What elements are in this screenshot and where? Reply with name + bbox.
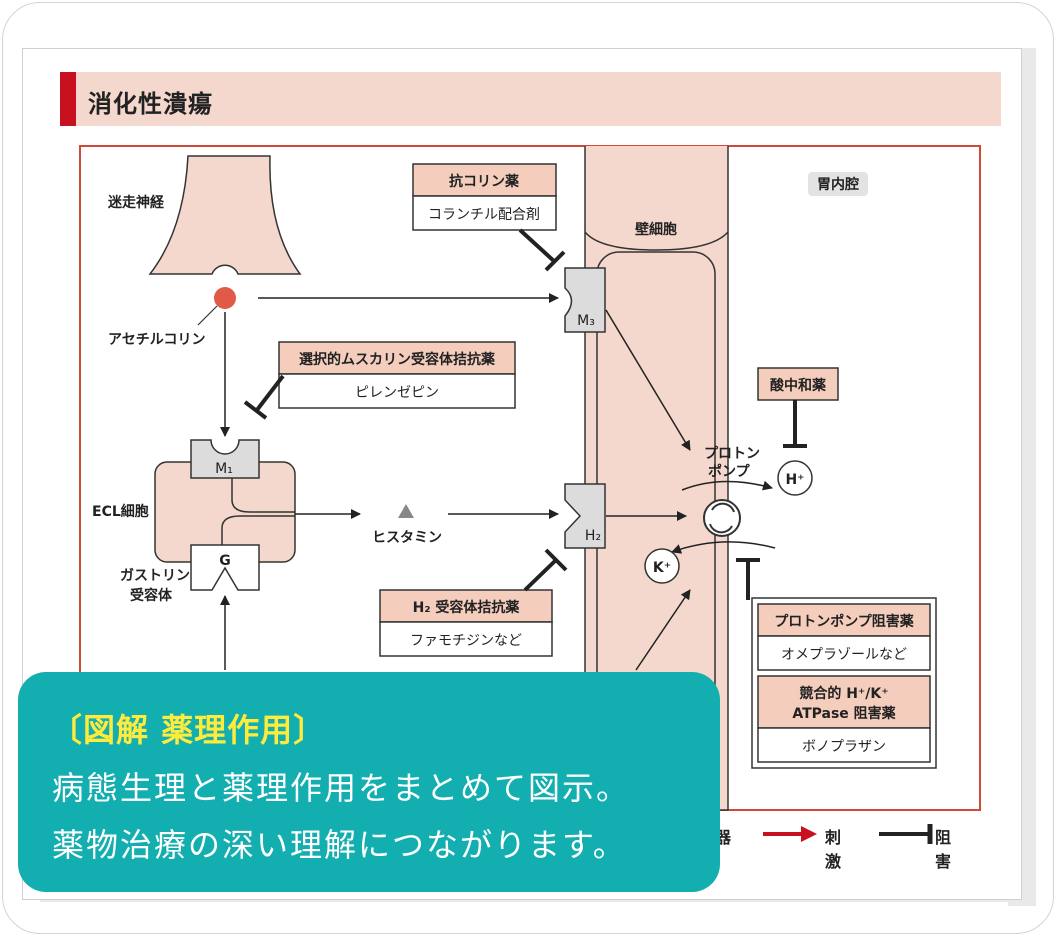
svg-text:選択的ムスカリン受容体拮抗薬: 選択的ムスカリン受容体拮抗薬 bbox=[299, 351, 495, 368]
legend-inhibition-label: 阻害 bbox=[935, 828, 952, 871]
svg-text:オメプラゾールなど: オメプラゾールなど bbox=[781, 647, 907, 663]
parietal-cell: 壁細胞 bbox=[584, 146, 729, 811]
svg-text:K⁺: K⁺ bbox=[653, 560, 671, 576]
svg-text:H₂ 受容体拮抗薬: H₂ 受容体拮抗薬 bbox=[413, 599, 520, 616]
svg-text:ボノプラザン: ボノプラザン bbox=[802, 739, 886, 755]
anticholinergic-drug-box: 抗コリン薬 コランチル配合剤 bbox=[412, 163, 557, 231]
legend-stimulus-arrow bbox=[763, 826, 817, 842]
gastrin-receptor-label-1: ガストリン bbox=[120, 568, 190, 584]
ppi-drug-box: プロトンポンプ阻害薬 オメプラゾールなど bbox=[757, 603, 931, 671]
page-title: 消化性潰瘍 bbox=[88, 90, 213, 118]
anticholinergic-block-line bbox=[518, 228, 557, 264]
pcab-drug-box: 競合的 H⁺/K⁺ ATPase 阻害薬 ボノプラザン bbox=[757, 675, 931, 763]
svg-text:ATPase 阻害薬: ATPase 阻害薬 bbox=[792, 705, 895, 722]
receptor-h2: H₂ bbox=[564, 483, 606, 549]
callout-line-1: 病態生理と薬理作用をまとめて図示。 bbox=[52, 769, 631, 807]
svg-text:ECL細胞: ECL細胞 bbox=[92, 503, 149, 520]
svg-text:プロトン: プロトン bbox=[704, 446, 760, 462]
vagus-nerve: 迷走神経 bbox=[107, 155, 302, 275]
svg-text:M₁: M₁ bbox=[215, 461, 233, 477]
stomach-lumen-label: 胃内腔 bbox=[817, 176, 859, 193]
m3-to-pump-arrow bbox=[605, 309, 691, 451]
h2-blocker-block-line bbox=[523, 558, 558, 592]
histamine-label: ヒスタミン bbox=[372, 530, 442, 546]
svg-text:抗コリン薬: 抗コリン薬 bbox=[449, 173, 519, 190]
receptor-g: G bbox=[190, 544, 260, 591]
header-accent-mark bbox=[60, 72, 76, 126]
svg-text:G: G bbox=[219, 553, 231, 569]
proton-pump: プロトン ポンプ bbox=[671, 446, 776, 554]
svg-text:ピレンゼピン: ピレンゼピン bbox=[355, 385, 439, 401]
antacid-drug-box: 酸中和薬 bbox=[757, 367, 839, 401]
callout-box bbox=[18, 672, 720, 892]
selective-muscarinic-block-line bbox=[255, 374, 285, 412]
ecl-cell: ECL細胞 bbox=[92, 461, 296, 563]
parietal-cell-label: 壁細胞 bbox=[635, 221, 677, 238]
svg-text:コランチル配合剤: コランチル配合剤 bbox=[428, 207, 540, 223]
histamine-triangle bbox=[398, 504, 414, 518]
lower-to-pump-arrow bbox=[635, 589, 691, 671]
legend-stimulus-label: 刺激 bbox=[825, 828, 842, 871]
gastrin-receptor-label-2: 受容体 bbox=[130, 587, 173, 604]
h-ion: H⁺ bbox=[777, 460, 813, 496]
callout-heading: 〔図解 薬理作用〕 bbox=[50, 711, 327, 749]
acetylcholine-label: アセチルコリン bbox=[108, 332, 205, 348]
legend-inhibition-symbol bbox=[879, 824, 933, 844]
callout-line-2: 薬物治療の深い理解につながります。 bbox=[52, 826, 627, 864]
selective-muscarinic-drug-box: 選択的ムスカリン受容体拮抗薬 ピレンゼピン bbox=[278, 341, 516, 409]
acetylcholine-dot bbox=[214, 287, 236, 309]
receptor-m1: M₁ bbox=[190, 439, 260, 479]
k-ion: K⁺ bbox=[644, 548, 680, 584]
header-bar bbox=[60, 72, 1001, 126]
svg-text:プロトンポンプ阻害薬: プロトンポンプ阻害薬 bbox=[774, 613, 914, 630]
vagus-nerve-label: 迷走神経 bbox=[107, 194, 165, 211]
stomach-lumen-badge bbox=[808, 172, 868, 196]
svg-text:H₂: H₂ bbox=[585, 528, 601, 544]
h2-blocker-drug-box: H₂ 受容体拮抗薬 ファモチジンなど bbox=[379, 589, 553, 657]
receptor-m3: M₃ bbox=[564, 267, 606, 333]
svg-text:M₃: M₃ bbox=[577, 313, 595, 329]
svg-text:酸中和薬: 酸中和薬 bbox=[770, 377, 826, 394]
svg-text:ファモチジンなど: ファモチジンなど bbox=[410, 633, 522, 649]
svg-text:H⁺: H⁺ bbox=[785, 472, 804, 488]
svg-text:競合的 H⁺/K⁺: 競合的 H⁺/K⁺ bbox=[799, 685, 888, 702]
svg-text:ポンプ: ポンプ bbox=[708, 463, 751, 480]
